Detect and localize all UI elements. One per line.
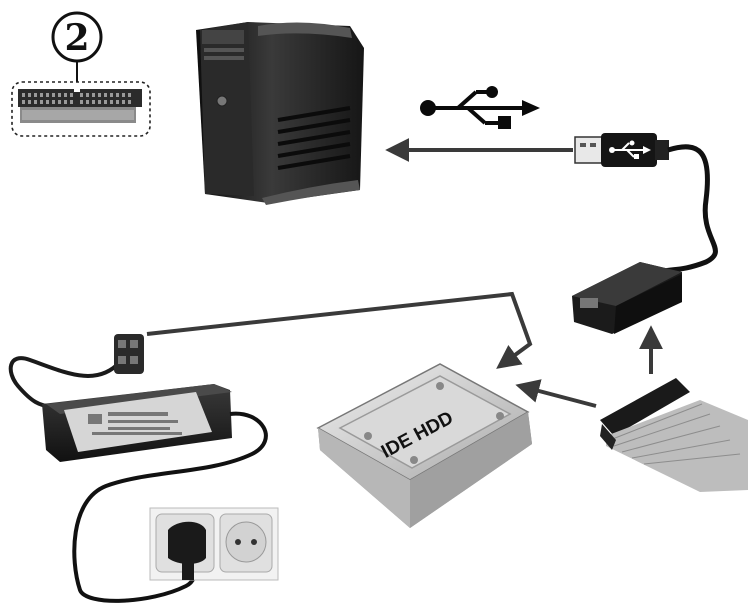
usb-ide-adapter	[572, 262, 682, 334]
arrow-ribbon-to-hdd	[515, 379, 597, 408]
step-badge: 2	[51, 11, 103, 82]
power-plug	[168, 521, 206, 564]
pc-tower	[196, 22, 364, 205]
ide-connector-detail	[11, 81, 151, 137]
psu-cable-bottom	[72, 411, 268, 603]
wall-socket	[149, 507, 279, 581]
power-line-to-hdd	[146, 291, 533, 369]
ide-ribbon-cable	[600, 378, 748, 492]
psu-cable-top	[8, 356, 122, 409]
ide-hdd: IDE HDD	[316, 363, 532, 528]
usb-trident-icon	[420, 86, 540, 129]
molex-connector	[114, 334, 144, 374]
usb-plug-symbol-icon	[609, 140, 651, 159]
usb-cable	[659, 144, 718, 275]
step-number: 2	[64, 17, 89, 59]
usb-plug	[574, 133, 669, 167]
power-adapter	[8, 334, 268, 603]
